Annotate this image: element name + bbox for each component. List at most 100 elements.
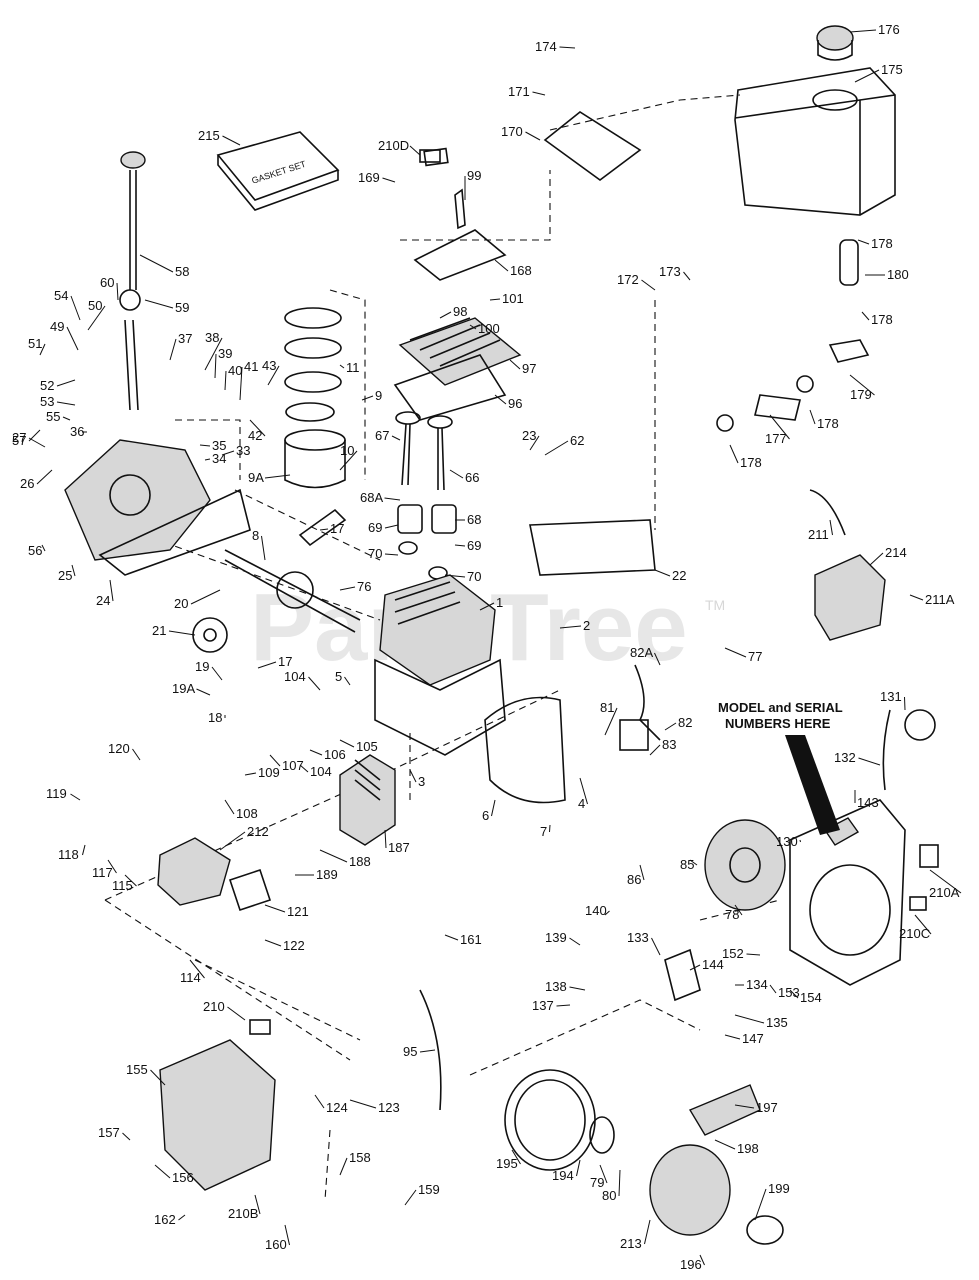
callout-leader-p159 <box>404 1189 417 1206</box>
callout-leader-p178d <box>729 444 739 464</box>
callout-p49: 49 <box>50 319 64 334</box>
callout-leader-p197 <box>734 1104 755 1109</box>
callout-p162: 162 <box>154 1212 176 1227</box>
callout-p23: 23 <box>522 428 536 443</box>
model-serial-note: MODEL and SERIAL NUMBERS HERE <box>718 700 843 835</box>
callout-leader-p168 <box>494 259 509 272</box>
callout-p82: 82 <box>678 715 692 730</box>
callout-leader-p58 <box>139 254 174 273</box>
piston-assembly <box>284 307 346 489</box>
callout-leader-p82 <box>664 722 677 731</box>
callout-leader-p35 <box>199 444 211 447</box>
callout-leader-p178a <box>857 239 870 245</box>
callout-leader-p124 <box>314 1094 325 1109</box>
callout-leader-p27 <box>28 437 46 448</box>
callout-leader-p210 <box>227 1006 246 1021</box>
carburetor <box>157 837 272 912</box>
callout-p60: 60 <box>100 275 114 290</box>
callout-p105: 105 <box>356 739 378 754</box>
callout-p2: 2 <box>583 618 590 633</box>
callout-p59: 59 <box>175 300 189 315</box>
callout-leader-p5 <box>344 676 351 686</box>
top-plates <box>413 111 642 281</box>
callout-p215: 215 <box>198 128 220 143</box>
callout-p81: 81 <box>600 700 614 715</box>
callout-leader-p68a <box>384 497 401 501</box>
callout-leader-p139 <box>569 937 581 946</box>
callout-leader-p188 <box>319 849 348 863</box>
callout-p9: 9 <box>375 388 382 403</box>
callout-p122: 122 <box>283 938 305 953</box>
callout-p70a: 70 <box>368 546 382 561</box>
callout-leader-p178c <box>809 409 816 425</box>
callout-p55: 55 <box>46 409 60 424</box>
callout-p210: 210 <box>203 999 225 1014</box>
callout-p76: 76 <box>357 579 371 594</box>
callout-p178c: 178 <box>817 416 839 431</box>
callout-leader-p118 <box>82 844 86 856</box>
callout-leader-p119 <box>70 793 81 801</box>
callout-leader-p80 <box>618 1169 621 1197</box>
callout-leader-p39 <box>214 353 217 379</box>
callout-leader-p10 <box>339 450 358 471</box>
callout-leader-p66 <box>449 469 464 479</box>
callout-leader-p115 <box>124 874 137 887</box>
callout-leader-p56 <box>41 544 46 552</box>
callout-p213: 213 <box>620 1236 642 1251</box>
callout-p178b: 178 <box>871 312 893 327</box>
callout-p35: 35 <box>212 438 226 453</box>
callout-p197: 197 <box>756 1100 778 1115</box>
callout-p144: 144 <box>702 957 724 972</box>
callout-p134: 134 <box>746 977 768 992</box>
callout-p131: 131 <box>880 689 902 704</box>
callout-p27: 27 <box>12 430 26 445</box>
callout-p69a: 69 <box>368 520 382 535</box>
callout-leader-p173 <box>683 271 691 281</box>
callout-leader-p131 <box>904 696 906 711</box>
callout-p58: 58 <box>175 264 189 279</box>
callout-p179: 179 <box>850 387 872 402</box>
callout-p138: 138 <box>545 979 567 994</box>
callout-leader-p7 <box>549 824 551 833</box>
callout-p37: 37 <box>178 331 192 346</box>
callout-p42: 42 <box>248 428 262 443</box>
callout-leader-p70a <box>384 553 399 556</box>
callout-leader-p77 <box>724 647 747 658</box>
callout-leader-p214 <box>869 552 884 566</box>
callout-leader-p100 <box>469 324 477 330</box>
callout-p54: 54 <box>54 288 68 303</box>
callout-p158: 158 <box>349 1150 371 1165</box>
callout-p106: 106 <box>324 747 346 762</box>
callout-p83: 83 <box>662 737 676 752</box>
callout-p189: 189 <box>316 867 338 882</box>
callout-leader-p11 <box>339 364 345 369</box>
callout-p152: 152 <box>722 946 744 961</box>
callout-leader-p4 <box>579 777 588 805</box>
callout-p147: 147 <box>742 1031 764 1046</box>
callout-leader-p120 <box>132 748 141 761</box>
callout-p21: 21 <box>152 623 166 638</box>
callout-leaders <box>28 29 962 1266</box>
callout-p188: 188 <box>349 854 371 869</box>
callout-p77: 77 <box>748 649 762 664</box>
callout-p161: 161 <box>460 932 482 947</box>
callout-p62: 62 <box>570 433 584 448</box>
callout-leader-p123 <box>349 1099 377 1109</box>
callout-p176: 176 <box>878 22 900 37</box>
callout-p68a: 68A <box>360 490 383 505</box>
callout-p177: 177 <box>765 431 787 446</box>
callout-p17b: 17 <box>278 654 292 669</box>
model-note-line2: NUMBERS HERE <box>725 716 831 731</box>
callout-leader-p154 <box>789 989 799 999</box>
callout-leader-p26 <box>36 469 53 485</box>
callout-p153: 153 <box>778 985 800 1000</box>
callout-leader-p108 <box>224 799 235 815</box>
blower-housing <box>789 799 906 986</box>
callout-p25: 25 <box>58 568 72 583</box>
callout-leader-p138 <box>569 986 586 991</box>
callout-p18: 18 <box>208 710 222 725</box>
callout-p196: 196 <box>680 1257 702 1272</box>
callout-leader-p152 <box>746 953 761 956</box>
callout-leader-p95 <box>419 1049 436 1053</box>
callout-leader-p172 <box>641 279 656 291</box>
